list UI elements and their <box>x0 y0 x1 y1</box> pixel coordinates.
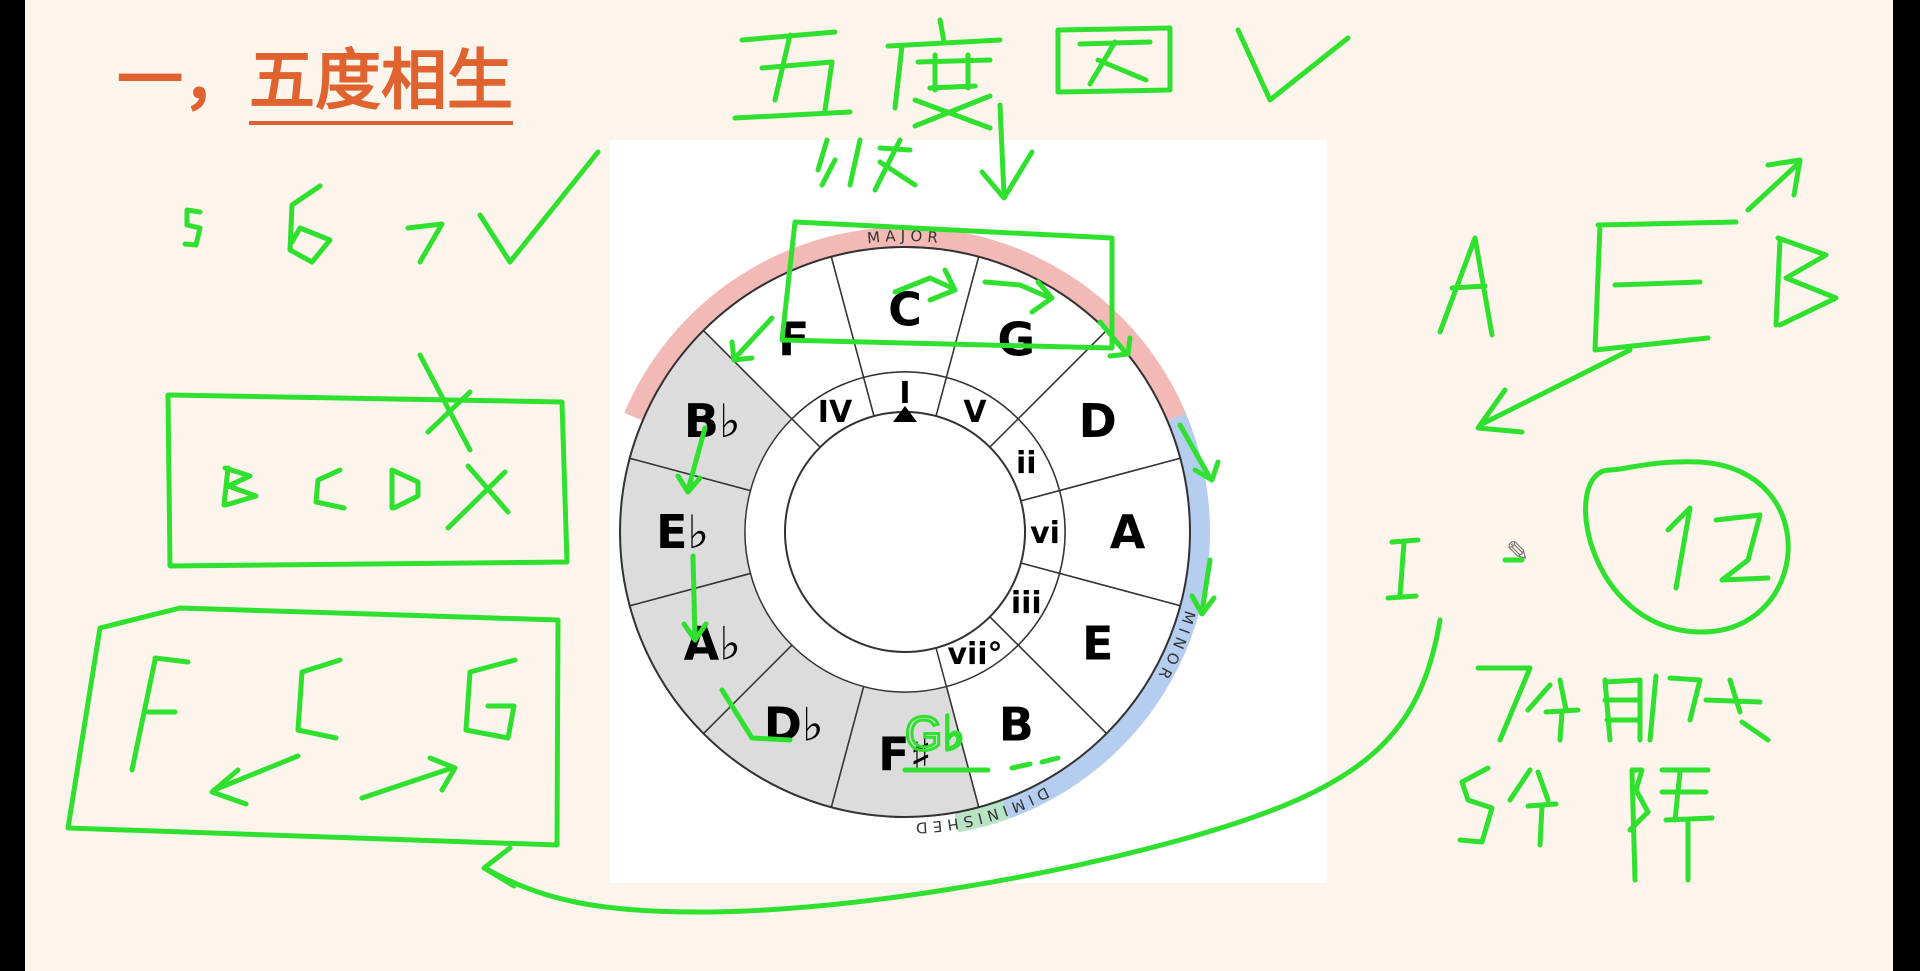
key-label: D♭ <box>764 698 824 752</box>
ink-dash-fsharp-b <box>1009 755 1061 771</box>
ink-arrow-bb-to-eb <box>675 425 708 495</box>
ink-arrow-g-to-d <box>1097 319 1133 359</box>
numeral-label: vi <box>1030 516 1060 551</box>
key-label: B♭ <box>684 394 741 448</box>
ink-box-2-arrows <box>209 753 458 807</box>
key-label: D <box>1079 394 1117 448</box>
ink-arrow-eb-to-ab <box>681 553 709 643</box>
ink-g-flat-note: G♭ <box>905 708 965 761</box>
numeral-label: vii° <box>947 637 1002 672</box>
numeral-label: V <box>963 395 987 430</box>
numeral-label: iii <box>1011 586 1042 621</box>
ink-arrow-ab-to-db <box>719 687 793 743</box>
ink-arrow-down-left <box>1475 347 1633 435</box>
ink-arrow-f-to-bb <box>729 315 775 363</box>
ink-long-curve <box>481 617 1443 915</box>
ink-box-1-letters <box>221 463 511 531</box>
ink-title-quan <box>1055 25 1173 95</box>
ink-title-yi <box>815 137 918 193</box>
wheel-outer-border <box>619 246 1191 818</box>
ink-right-b <box>1773 235 1839 328</box>
arc-minor <box>1002 412 1210 819</box>
ink-circle-12 <box>1583 459 1791 635</box>
ink-arrow-f-to-c <box>892 267 958 303</box>
wheel-center <box>784 411 1026 653</box>
ink-arrow-top <box>979 102 1035 201</box>
arc-label-major: MAJOR <box>866 227 944 247</box>
ink-box-2-letters <box>129 655 518 773</box>
ink-right-e <box>1592 219 1739 353</box>
ink-arrow-c-to-g <box>982 279 1055 315</box>
ink-line-natural <box>1475 665 1771 743</box>
ink-box-fcg-wheel <box>779 219 1115 351</box>
arc-diminished <box>954 799 1010 833</box>
ink-right-i <box>1385 537 1421 601</box>
heading-prefix: 一， <box>117 42 249 119</box>
ink-box-2 <box>65 605 561 848</box>
ink-right-a <box>1437 235 1495 338</box>
numeral-label: I <box>899 376 910 411</box>
handwritten-annotations <box>65 17 1839 915</box>
key-label: B <box>999 698 1034 752</box>
ink-arrow-a-to-e <box>1189 557 1217 617</box>
ink-line-flat <box>1457 765 1715 883</box>
numeral-label: ii <box>1016 446 1037 481</box>
key-label: E♭ <box>656 505 709 559</box>
ink-digits-567 <box>182 183 445 265</box>
ink-arrow-d-to-a <box>1177 422 1221 483</box>
key-label: E <box>1082 616 1113 670</box>
pointer-triangle-icon <box>893 406 917 422</box>
key-label: G <box>997 312 1035 366</box>
slide-heading: 一，五度相生 <box>117 42 513 125</box>
ink-check-top <box>1235 27 1351 103</box>
heading-main: 五度相生 <box>249 42 513 125</box>
ink-cross-box-1 <box>417 352 473 453</box>
ink-number-12 <box>1665 505 1771 591</box>
ink-box-1 <box>165 392 570 569</box>
numeral-label: IV <box>818 395 853 430</box>
ink-arrow-up-right <box>1745 157 1803 213</box>
pencil-cursor-icon: ✎ <box>1506 535 1530 568</box>
ink-title-wu <box>732 29 853 121</box>
arc-major <box>624 226 1186 421</box>
key-label: A <box>1110 505 1146 559</box>
ink-check-left <box>477 149 601 265</box>
ink-title-du <box>885 17 1003 131</box>
